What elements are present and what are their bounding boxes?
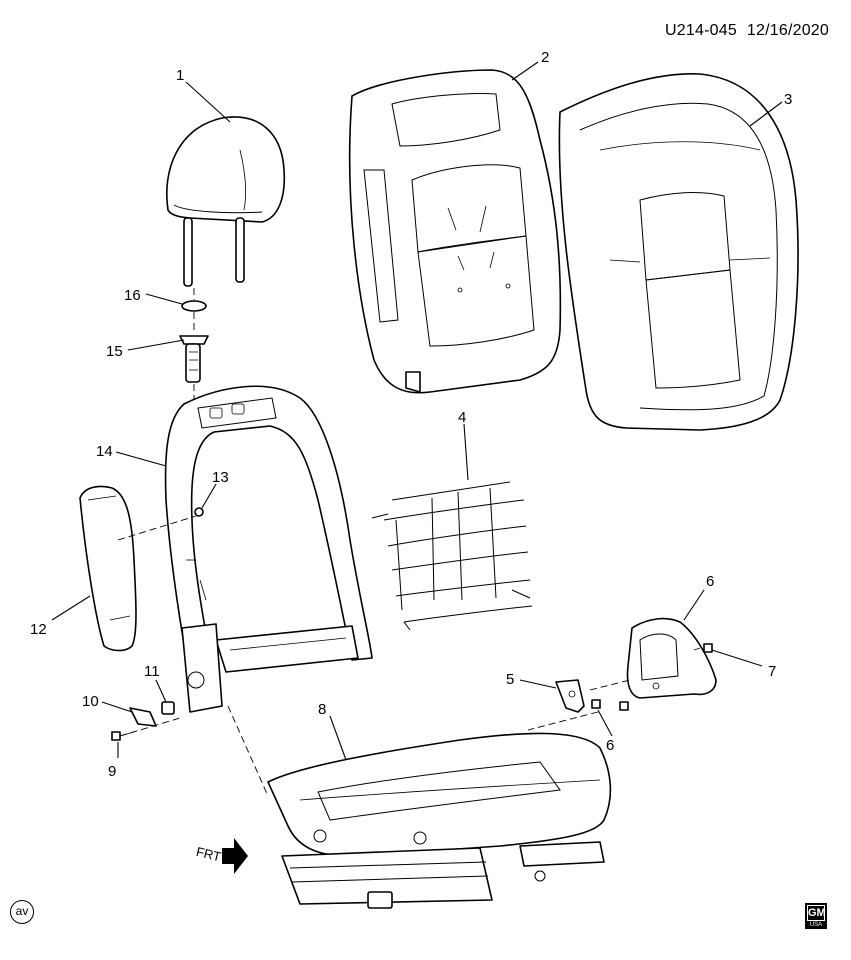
callout-8: 8 — [318, 701, 326, 718]
callout-2: 2 — [541, 49, 549, 66]
callout-labels: 1 2 3 4 5 6 7 6 8 9 10 11 12 13 14 15 16 — [30, 49, 792, 780]
callout-1: 1 — [176, 67, 184, 84]
view-mark: av — [10, 900, 34, 924]
callout-4: 4 — [458, 409, 466, 426]
part-8-seat-cushion[interactable] — [267, 732, 612, 909]
diagram-id: U214-045 12/16/2020 — [655, 22, 829, 40]
part-2-back-pad[interactable] — [348, 69, 562, 394]
callout-16: 16 — [124, 287, 141, 304]
callout-12: 12 — [30, 621, 47, 638]
gm-logo-text: GM — [807, 905, 826, 921]
front-arrow-icon: FRT — [195, 838, 248, 874]
callout-9: 9 — [108, 763, 116, 780]
part-4-spring[interactable] — [371, 481, 533, 631]
callout-10: 10 — [82, 693, 99, 710]
callout-14: 14 — [96, 443, 113, 460]
part-12-airbag[interactable] — [79, 485, 137, 652]
part-7-screw[interactable] — [693, 643, 713, 653]
callout-3: 3 — [784, 91, 792, 108]
front-label: FRT — [195, 844, 223, 865]
part-16-washer[interactable] — [181, 300, 207, 312]
part-1-headrest[interactable] — [166, 116, 286, 287]
gm-logo-subtext: USA — [809, 922, 823, 928]
diagram-date: 12/16/2020 — [746, 22, 829, 39]
part-13-bumper[interactable] — [194, 507, 204, 517]
callout-13: 13 — [212, 469, 229, 486]
alignment-lines — [117, 288, 631, 797]
gm-logo-icon: GM USA — [805, 903, 827, 929]
part-15-guide[interactable] — [179, 335, 209, 383]
callout-6-screws: 6 — [606, 737, 614, 754]
part-11-bolt[interactable] — [161, 701, 175, 715]
leader-lines — [51, 61, 783, 761]
part-6-screws[interactable] — [591, 699, 629, 711]
callout-11: 11 — [144, 663, 160, 680]
callout-15: 15 — [106, 343, 123, 360]
part-3-back-cover[interactable] — [558, 73, 799, 431]
callout-7: 7 — [768, 663, 776, 680]
part-14-back-frame[interactable] — [164, 385, 373, 713]
part-9-bolt[interactable] — [111, 731, 135, 741]
part-6-trim-panel[interactable] — [626, 617, 717, 699]
callout-6-trim: 6 — [706, 573, 714, 590]
diagram-code: U214-045 — [665, 22, 737, 39]
callout-5: 5 — [506, 671, 514, 688]
part-5-bracket[interactable] — [555, 679, 585, 713]
part-10-clip[interactable] — [129, 707, 157, 727]
